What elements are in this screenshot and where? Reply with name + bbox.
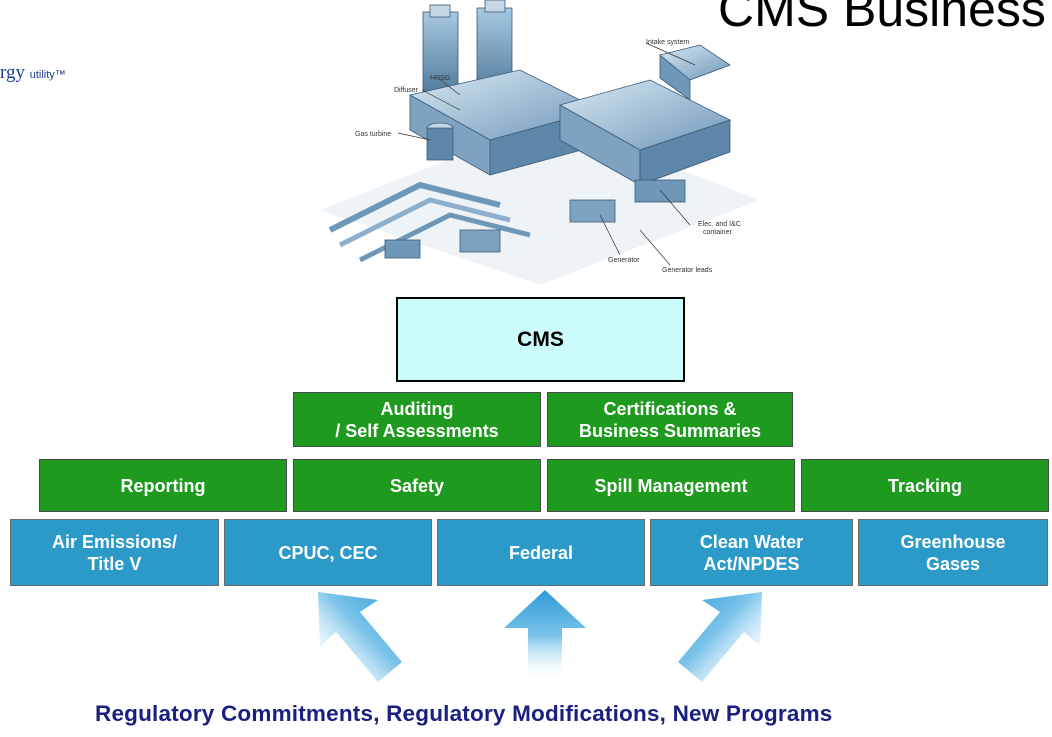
spill-management-label: Spill Management bbox=[594, 475, 748, 496]
logo-text: rgy bbox=[0, 62, 25, 83]
label-elec-container-1: Elec. and I&C bbox=[698, 221, 741, 228]
label-intake-system: Intake system bbox=[646, 39, 689, 46]
arrow-up bbox=[504, 590, 586, 682]
clean-water-line2: Act/NPDES bbox=[703, 553, 800, 574]
air-emissions-line2: Title V bbox=[87, 553, 142, 574]
air-emissions-line1: Air Emissions/ bbox=[51, 531, 178, 552]
label-gas-turbine: Gas turbine bbox=[355, 131, 391, 138]
reporting-box: Reporting bbox=[39, 459, 287, 512]
safety-box: Safety bbox=[293, 459, 541, 512]
tracking-box: Tracking bbox=[801, 459, 1049, 512]
cpuc-cec-box: CPUC, CEC bbox=[224, 519, 432, 586]
federal-box: Federal bbox=[437, 519, 645, 586]
arrow-up-right bbox=[678, 592, 762, 682]
label-generator-leads: Generator leads bbox=[662, 267, 713, 274]
spill-management-box: Spill Management bbox=[547, 459, 795, 512]
label-elec-container-2: container bbox=[703, 229, 732, 236]
arrows-layer bbox=[318, 590, 762, 682]
federal-label: Federal bbox=[508, 542, 574, 563]
certifications-line1: Certifications & bbox=[603, 398, 737, 419]
footer-text: Regulatory Commitments, Regulatory Modif… bbox=[95, 701, 833, 726]
auditing-line1: Auditing bbox=[380, 398, 454, 419]
logo-suffix: utility™ bbox=[29, 69, 66, 81]
label-hrsg: HRSG bbox=[430, 75, 450, 82]
slide-title: CMS Business bbox=[718, 0, 1046, 37]
certifications-box: Certifications &Business Summaries bbox=[547, 392, 793, 447]
cms-label: CMS bbox=[517, 327, 564, 351]
arrow-up-left bbox=[318, 592, 402, 682]
greenhouse-line2: Gases bbox=[925, 553, 981, 574]
certifications-line2: Business Summaries bbox=[578, 420, 762, 441]
power-plant-illustration: Intake system HRSG Diffuser Gas turbine … bbox=[320, 0, 760, 285]
reporting-label: Reporting bbox=[120, 475, 206, 496]
auditing-line2: / Self Assessments bbox=[335, 420, 499, 441]
label-diffuser: Diffuser bbox=[394, 87, 419, 94]
air-emissions-box: Air Emissions/Title V bbox=[10, 519, 219, 586]
safety-label: Safety bbox=[389, 475, 445, 496]
clean-water-line1: Clean Water bbox=[699, 531, 804, 552]
cpuc-cec-label: CPUC, CEC bbox=[278, 542, 378, 563]
greenhouse-line1: Greenhouse bbox=[900, 531, 1006, 552]
label-generator: Generator bbox=[608, 257, 640, 264]
tracking-label: Tracking bbox=[887, 475, 963, 496]
auditing-box: Auditing/ Self Assessments bbox=[293, 392, 541, 447]
cms-box: CMS bbox=[396, 297, 685, 382]
company-logo: rgy utility™ bbox=[0, 62, 66, 84]
